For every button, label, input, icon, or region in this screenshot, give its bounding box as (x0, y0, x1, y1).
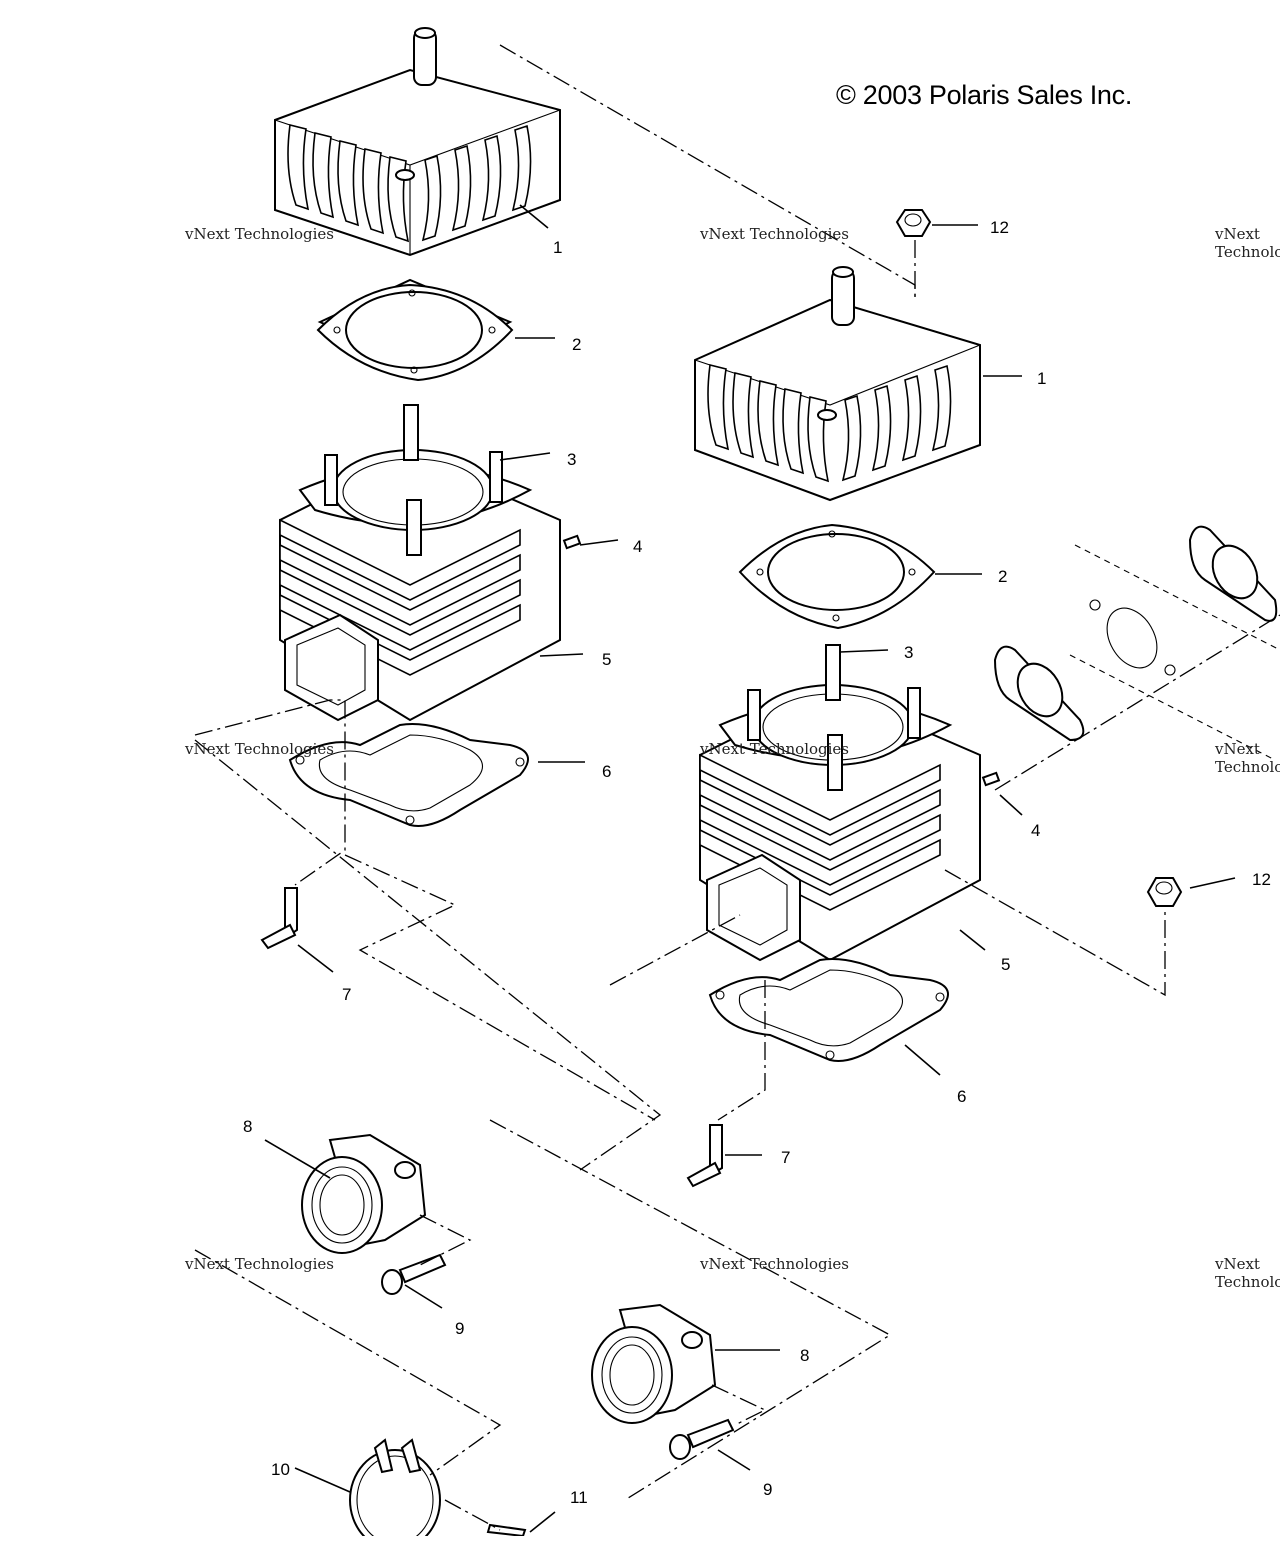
cylinder-head-left (274, 27, 561, 257)
callout-2-right: 2 (998, 567, 1007, 586)
clamp (349, 1438, 441, 1541)
head-gasket-left (316, 278, 514, 382)
cylinder-right (699, 644, 1001, 962)
callout-4-right: 4 (1031, 821, 1040, 840)
callout-12-right: 12 (1252, 870, 1271, 889)
leader-lines (264, 204, 1236, 1533)
callout-11: 11 (570, 1488, 588, 1507)
callout-9-right: 9 (763, 1480, 772, 1499)
callout-5-right: 5 (1001, 955, 1010, 974)
exhaust-gasket-outline (1069, 544, 1280, 761)
callout-7-left: 7 (342, 985, 351, 1004)
callout-3-left: 3 (567, 450, 576, 469)
callout-4-left: 4 (633, 537, 642, 556)
exhaust-gasket-back (1188, 525, 1278, 622)
callout-3-right: 3 (904, 643, 913, 662)
base-gasket-right (708, 958, 949, 1062)
copyright-notice: © 2003 Polaris Sales Inc. (836, 80, 1133, 110)
callout-7-right: 7 (781, 1148, 790, 1167)
callout-6-left: 6 (602, 762, 611, 781)
fitting-right (686, 1124, 723, 1188)
callout-12-top: 12 (990, 218, 1009, 237)
callout-1-left: 1 (553, 238, 562, 257)
callout-8-right: 8 (800, 1346, 809, 1365)
callout-5-left: 5 (602, 650, 611, 669)
bolt-right (669, 1418, 735, 1460)
nut-right (1146, 877, 1183, 907)
fitting-left (260, 887, 298, 950)
head-gasket-right (738, 523, 936, 630)
intake-adapter-left (301, 1133, 427, 1254)
callout-10: 10 (271, 1460, 290, 1479)
intake-adapter-right (591, 1303, 717, 1424)
callout-8-left: 8 (243, 1117, 252, 1136)
callout-2-left: 2 (572, 335, 581, 354)
cylinder-left (279, 404, 582, 722)
callout-9-left: 9 (455, 1319, 464, 1338)
nut-top (895, 209, 932, 237)
callout-1-right: 1 (1037, 369, 1046, 388)
base-gasket-left (288, 723, 529, 827)
callout-6-right: 6 (957, 1087, 966, 1106)
exhaust-gasket-middle (993, 645, 1085, 742)
cylinder-head-right (694, 266, 981, 502)
assembly-lines (194, 44, 1280, 1531)
callouts: 1 2 3 4 5 6 7 8 9 10 11 12 1 2 3 4 5 6 7… (243, 218, 1271, 1507)
bolt-left (381, 1253, 447, 1295)
